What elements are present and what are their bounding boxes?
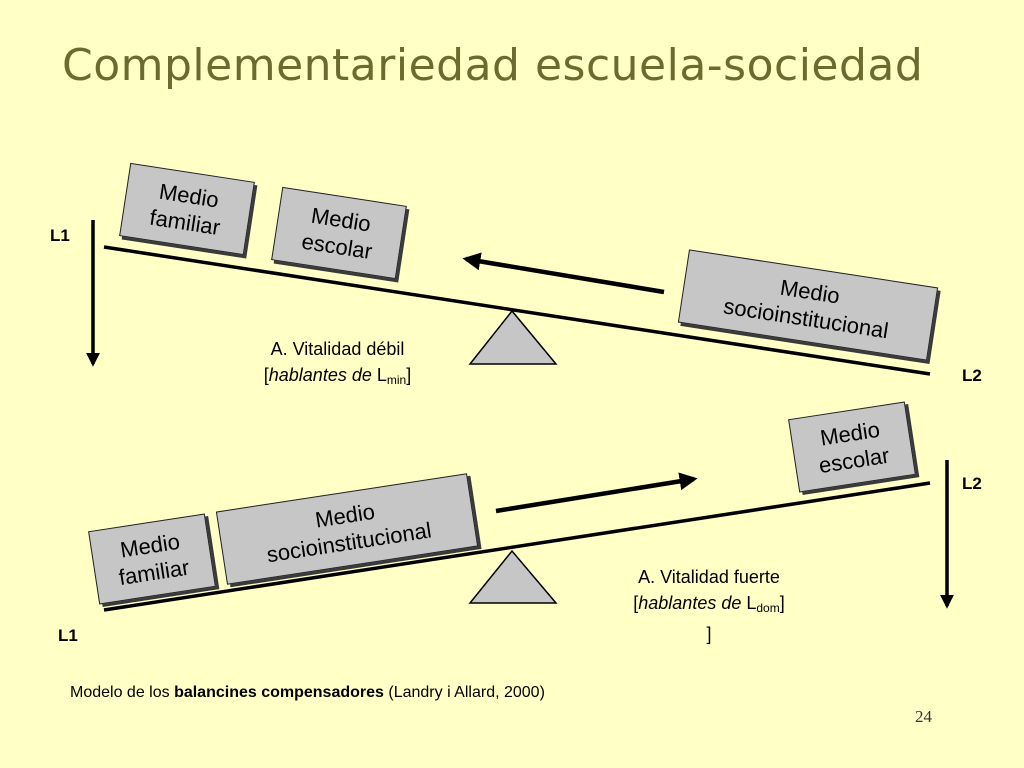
top-caption-line1: A. Vitalidad débil	[270, 339, 405, 359]
bottom-caption-line3: ]	[706, 624, 712, 644]
page-number: 24	[915, 707, 932, 726]
slide-title: Complementariedad escuela-sociedad	[62, 40, 924, 91]
top-medio-socioinstitucional-label: Medio socioinstitucional	[721, 274, 891, 344]
bottom-l1-label: L1	[58, 626, 78, 645]
bottom-medio-familiar-label: Medio familiar	[117, 528, 191, 591]
top-fulcrum	[468, 309, 558, 365]
top-beam	[103, 245, 931, 376]
bottom-caption-line2: [hablantes de Ldom]	[633, 593, 785, 615]
bottom-caption: A. Vitalidad fuerte [hablantes de Ldom] …	[598, 564, 820, 647]
bottom-fulcrum	[468, 549, 558, 604]
top-l1-label: L1	[50, 226, 70, 245]
top-leftward-arrow	[462, 252, 665, 295]
bottom-beam	[103, 481, 931, 612]
bottom-rightward-arrow	[495, 472, 698, 514]
bottom-l2-label: L2	[962, 474, 982, 493]
bottom-medio-escolar-label: Medio escolar	[817, 416, 891, 479]
top-medio-escolar-label: Medio escolar	[300, 202, 374, 265]
source-footnote: Modelo de los balancines compensadores (…	[70, 684, 545, 701]
bottom-medio-socioinstitucional-label: Medio socioinstitucional	[264, 498, 434, 568]
top-medio-familiar-label: Medio familiar	[148, 178, 222, 241]
bottom-caption-line1: A. Vitalidad fuerte	[638, 567, 780, 587]
top-caption-line2: [hablantes de Lmin]	[263, 365, 412, 387]
top-l2-label: L2	[962, 366, 982, 385]
top-caption: A. Vitalidad débil [hablantes de Lmin]	[225, 336, 450, 393]
